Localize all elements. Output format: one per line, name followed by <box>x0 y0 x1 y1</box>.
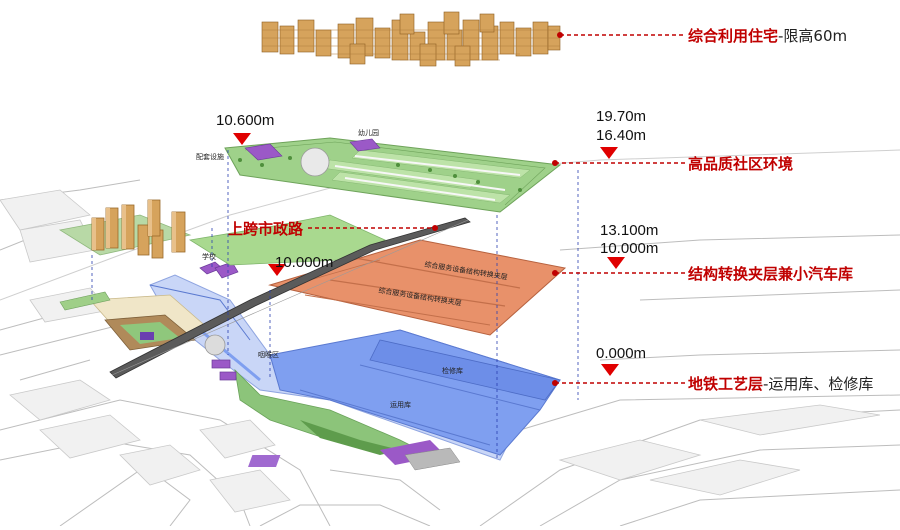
community-deck-layer <box>224 137 562 213</box>
ground-landscape <box>234 368 461 471</box>
throat-zone-label: 咽喉区 <box>258 351 279 359</box>
elevation-top-left: 10.600m <box>216 112 275 129</box>
elevated-road <box>109 217 471 379</box>
left-development <box>58 199 239 381</box>
elevation-top-right-1: 19.70m <box>596 108 647 125</box>
guide-lines <box>91 150 579 460</box>
facilities-label: 配套设施 <box>196 153 224 161</box>
road-callout-main: 上跨市政路 <box>228 220 304 238</box>
elevation-top-right-2: 16.40m <box>596 127 647 144</box>
callout-dots <box>432 32 563 386</box>
maintenance-depot-label: 检修库 <box>442 367 463 375</box>
elevation-ground: 0.000m <box>596 345 647 362</box>
operation-depot-label: 运用库 <box>390 401 411 409</box>
residential-towers <box>261 11 561 67</box>
callout-leaders <box>308 34 685 384</box>
school-label: 学校 <box>202 253 216 261</box>
community-callout-main: 高品质社区环境 <box>688 155 794 173</box>
residential-callout-sub: -限高60m <box>778 27 848 45</box>
kindergarten-label: 幼儿园 <box>358 129 379 137</box>
metro-callout-main: 地铁工艺层 <box>688 375 764 393</box>
elevation-mid-right-1: 13.100m <box>600 222 659 239</box>
metro-callout: 地铁工艺层-运用库、检修库 <box>688 373 873 394</box>
elevation-markers <box>233 133 625 376</box>
elevation-mid-left: 10.000m <box>275 254 334 271</box>
transfer-callout-main: 结构转换夹层兼小汽车库 <box>688 265 854 283</box>
residential-callout: 综合利用住宅-限高60m <box>688 25 847 46</box>
transfer-callout: 结构转换夹层兼小汽车库 <box>688 263 853 284</box>
road-callout: 上跨市政路 <box>228 218 303 239</box>
community-callout: 高品质社区环境 <box>688 153 793 174</box>
metro-callout-sub: -运用库、检修库 <box>763 375 874 393</box>
residential-callout-main: 综合利用住宅 <box>688 27 779 45</box>
elevation-mid-right-2: 10.000m <box>600 240 659 257</box>
